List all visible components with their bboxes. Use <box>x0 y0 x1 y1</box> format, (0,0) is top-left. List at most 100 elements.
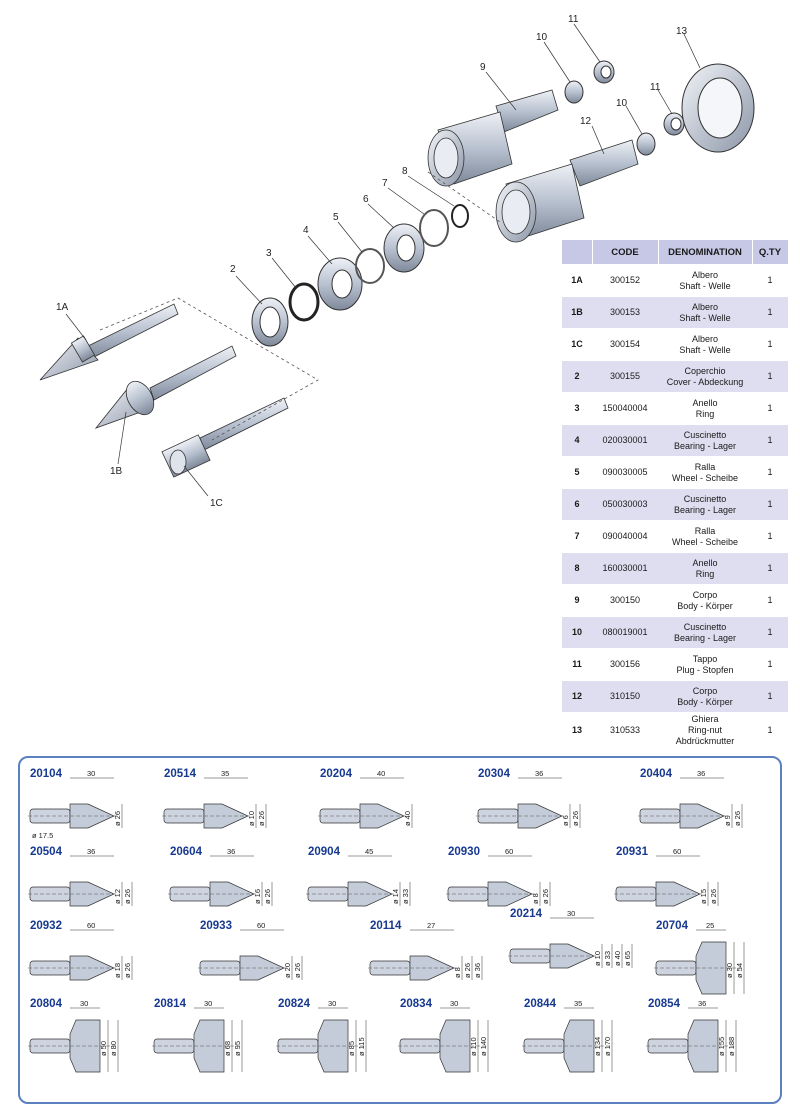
diameter-dimension: ø 188 <box>727 1037 736 1056</box>
part-number: 2 <box>562 360 592 393</box>
plug-11-lower <box>663 112 685 136</box>
callout-7: 7 <box>382 178 388 189</box>
tip-code: 20804 <box>30 998 62 1010</box>
tip-code: 20114 <box>370 920 402 932</box>
washer-7 <box>419 209 449 247</box>
denomination-line: Ring <box>695 568 715 579</box>
part-code: 300152 <box>592 264 658 297</box>
denomination-line: Anello <box>692 397 718 408</box>
callout-12: 12 <box>580 116 592 127</box>
diameter-dimension: ø 10 <box>247 811 256 826</box>
part-quantity: 1 <box>752 296 788 329</box>
denomination-line: Shaft - Welle <box>679 344 731 355</box>
diameter-dimension: ø 115 <box>357 1037 366 1056</box>
part-code: 300153 <box>592 296 658 329</box>
part-number: 4 <box>562 424 592 457</box>
length-dimension: 36 <box>227 847 235 856</box>
part-number: 13 <box>562 712 592 748</box>
length-dimension: 60 <box>505 847 513 856</box>
diameter-dimension: ø 15 <box>699 889 708 904</box>
part-code: 080019001 <box>592 616 658 649</box>
denomination-line: Cover - Abdeckung <box>666 376 744 387</box>
callout-6: 6 <box>363 194 369 205</box>
body-12 <box>495 139 639 243</box>
part-quantity: 1 <box>752 520 788 553</box>
callout-3: 3 <box>266 248 272 259</box>
diameter-dimension: ø 14 <box>391 889 400 904</box>
diameter-dimension: ø 40 <box>613 951 622 966</box>
length-dimension: 30 <box>328 999 336 1008</box>
part-quantity: 1 <box>752 328 788 361</box>
callout-9: 9 <box>480 62 486 73</box>
ring-8 <box>451 204 469 228</box>
denomination-line: Abdrückmutter <box>675 736 735 746</box>
part-number: 11 <box>562 648 592 681</box>
cover-2 <box>251 297 289 347</box>
denomination-line: Bearing - Lager <box>673 440 737 451</box>
part-code: 090040004 <box>592 520 658 553</box>
diameter-dimension: ø 33 <box>401 889 410 904</box>
shaft-1a <box>39 303 179 381</box>
shaft-1b <box>94 345 237 429</box>
diameter-dimension: ø 26 <box>541 889 550 904</box>
diameter-dimension: ø 50 <box>99 1041 108 1056</box>
diameter-dimension: ø 16 <box>253 889 262 904</box>
part-number: 7 <box>562 520 592 553</box>
diameter-dimension: ø 26 <box>709 889 718 904</box>
part-code: 090030005 <box>592 456 658 489</box>
length-dimension: 30 <box>87 769 95 778</box>
tip-code: 20904 <box>308 846 340 858</box>
diameter-dimension: ø 33 <box>603 951 612 966</box>
part-quantity: 1 <box>752 488 788 521</box>
diameter-dimension: ø 65 <box>623 951 632 966</box>
part-number: 5 <box>562 456 592 489</box>
denomination-line: Wheel - Scheibe <box>671 536 739 547</box>
diameter-dimension: ø 110 <box>469 1037 478 1056</box>
callout-2: 2 <box>230 264 236 275</box>
header-no <box>562 240 593 265</box>
diameter-dimension: ø 26 <box>463 963 472 978</box>
bearing-10-upper <box>564 80 584 104</box>
part-quantity: 1 <box>752 264 788 297</box>
part-quantity: 1 <box>752 424 788 457</box>
tip-code: 20824 <box>278 998 310 1010</box>
part-code: 310150 <box>592 680 658 713</box>
length-dimension: 27 <box>427 921 435 930</box>
diameter-dimension: ø 20 <box>283 963 292 978</box>
diameter-dimension: ø 140 <box>479 1037 488 1056</box>
tip-code: 20304 <box>478 768 510 780</box>
part-quantity: 1 <box>752 360 788 393</box>
denomination-line: Bearing - Lager <box>673 504 737 515</box>
length-dimension: 60 <box>673 847 681 856</box>
tip-code: 20704 <box>656 920 688 932</box>
diameter-dimension: ø 6 <box>561 815 570 826</box>
denomination-line: Ralla <box>694 461 716 472</box>
tip-code: 20404 <box>640 768 672 780</box>
callout-1c: 1C <box>210 498 223 509</box>
length-dimension: 36 <box>698 999 706 1008</box>
tip-drawing: 40ø 40 <box>318 769 413 829</box>
part-number: 8 <box>562 552 592 585</box>
callout-1a: 1A <box>56 302 69 313</box>
tip-code: 20214 <box>510 908 542 920</box>
part-code: 160030001 <box>592 552 658 585</box>
tip-code: 20604 <box>170 846 202 858</box>
assembly-guide-line <box>427 171 501 223</box>
part-number: 6 <box>562 488 592 521</box>
tip-code: 20504 <box>30 846 62 858</box>
length-dimension: 36 <box>87 847 95 856</box>
